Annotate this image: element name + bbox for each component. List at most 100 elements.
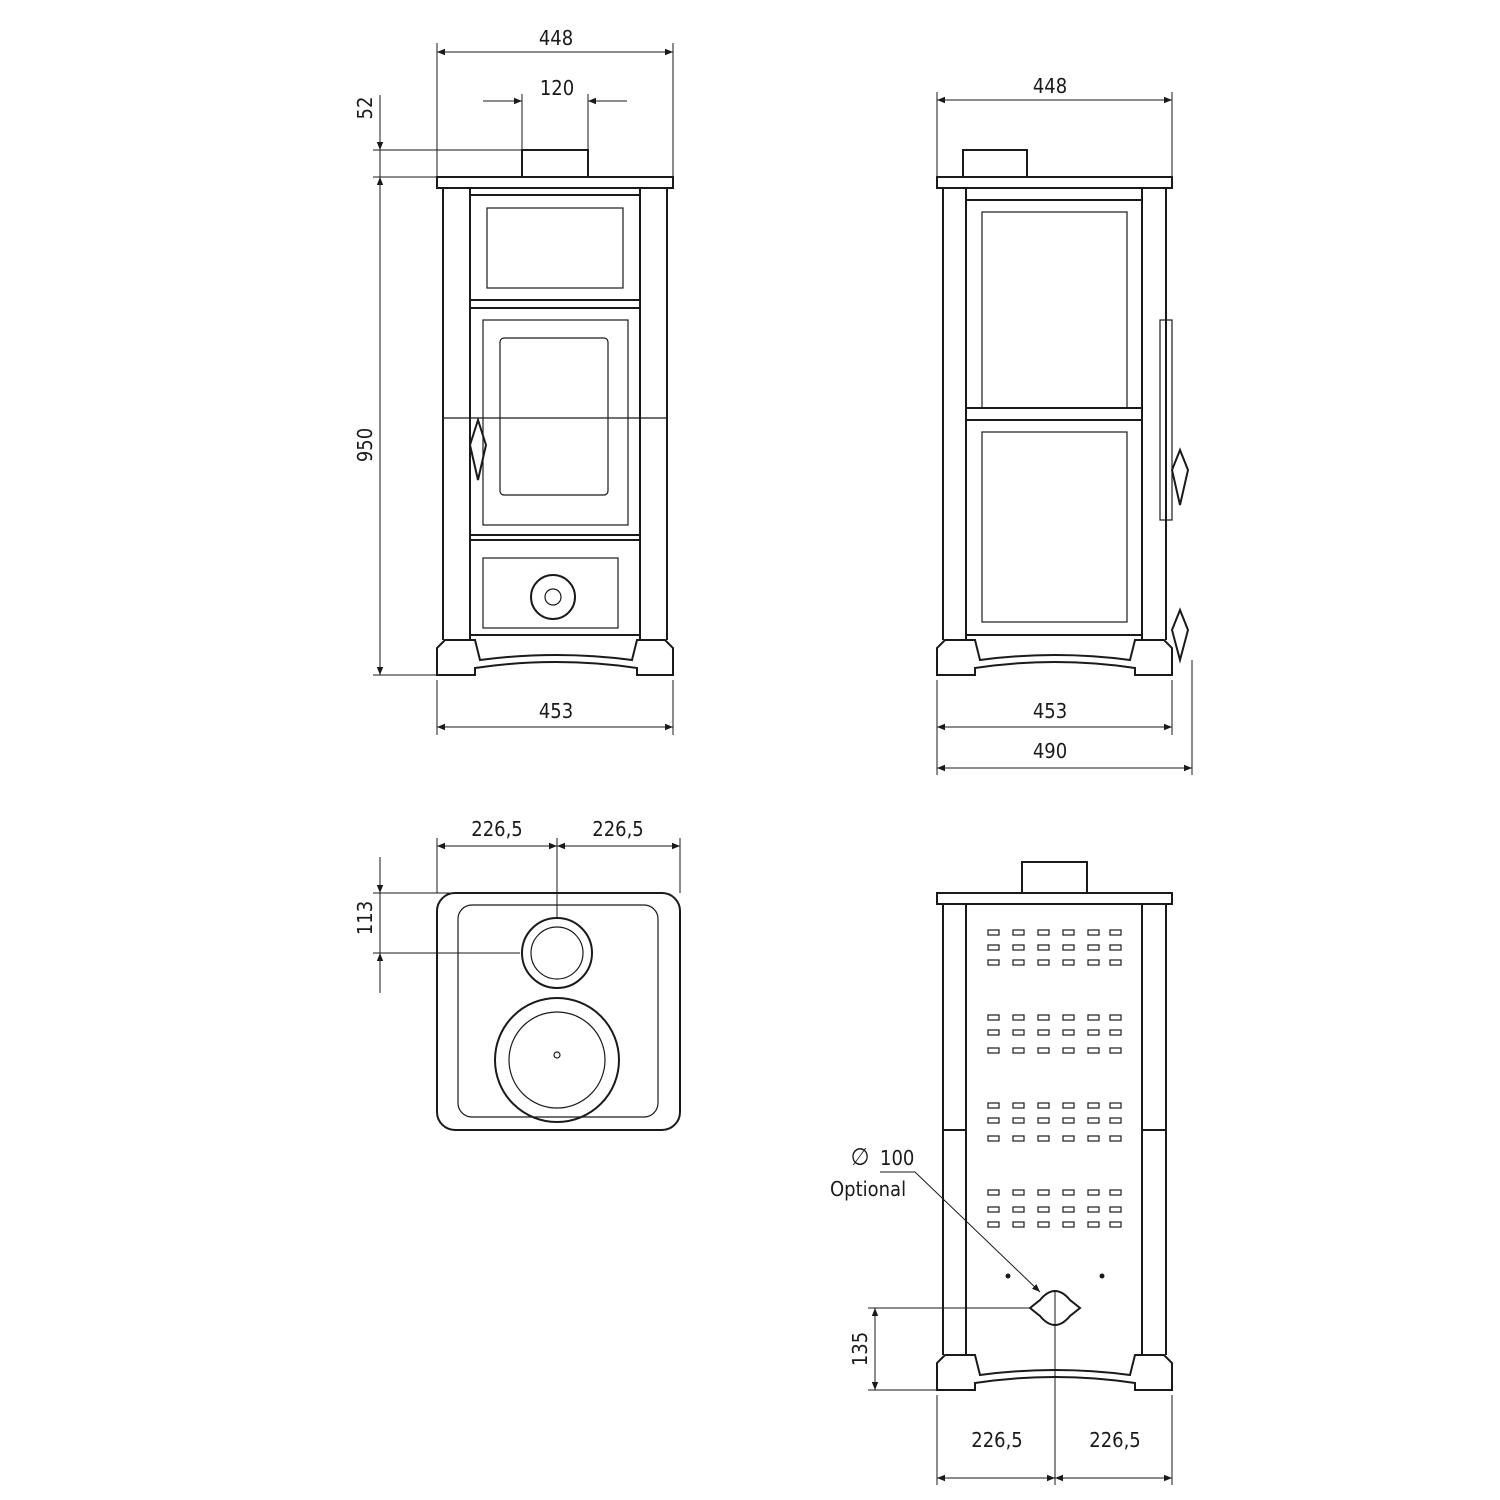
vent-slot bbox=[1012, 944, 1025, 951]
flue-collar bbox=[962, 149, 1028, 178]
vent-slots bbox=[987, 929, 1122, 1228]
vent-slot bbox=[987, 929, 1000, 936]
vent-slot bbox=[987, 1206, 1000, 1213]
vent-slot bbox=[1037, 1221, 1050, 1228]
vent-slot bbox=[1087, 944, 1100, 951]
front-dimensions: 448 120 52 950 453 bbox=[353, 26, 674, 735]
vent-slot bbox=[1062, 1221, 1075, 1228]
vent-slot bbox=[987, 1135, 1000, 1142]
top-view bbox=[436, 892, 681, 1131]
stove-base bbox=[936, 639, 1173, 676]
vent-slot bbox=[1062, 959, 1075, 966]
vent-slot bbox=[1037, 944, 1050, 951]
optional-label: Optional bbox=[830, 1177, 906, 1201]
vent-slot bbox=[1087, 1047, 1100, 1054]
vent-slot bbox=[1087, 1135, 1100, 1142]
side-width-body-label: 453 bbox=[1033, 699, 1067, 723]
vent-slot bbox=[1012, 1047, 1025, 1054]
front-view bbox=[436, 149, 674, 676]
top-dimensions: 226,5 226,5 113 bbox=[353, 817, 681, 993]
vent-slot bbox=[1109, 1135, 1122, 1142]
vent-slot bbox=[987, 1029, 1000, 1036]
back-half-right-label: 226,5 bbox=[1089, 1428, 1141, 1452]
vent-slot bbox=[987, 1014, 1000, 1021]
vent-slot bbox=[1087, 1206, 1100, 1213]
vent-slot bbox=[1109, 1206, 1122, 1213]
vent-slot bbox=[1012, 1135, 1025, 1142]
back-view bbox=[936, 861, 1173, 1391]
vent-slot bbox=[1037, 929, 1050, 936]
flue-diameter-label: 120 bbox=[540, 76, 574, 100]
vent-slot bbox=[1012, 1221, 1025, 1228]
fire-door bbox=[469, 307, 641, 536]
optional-diameter-label: 100 bbox=[880, 1146, 914, 1170]
back-half-left-label: 226,5 bbox=[971, 1428, 1023, 1452]
flue-collar bbox=[521, 149, 589, 178]
vent-slot bbox=[1109, 1014, 1122, 1021]
side-panel-lower bbox=[981, 431, 1128, 623]
stove-height-label: 950 bbox=[353, 428, 377, 462]
front-width-bottom-label: 453 bbox=[539, 699, 573, 723]
vent-slot bbox=[1062, 1189, 1075, 1196]
vent-slot bbox=[1012, 1102, 1025, 1109]
air-regulator-icon bbox=[530, 574, 576, 620]
vent-slot bbox=[1087, 1102, 1100, 1109]
door-handle-icon bbox=[468, 416, 488, 481]
vent-slot bbox=[1037, 1102, 1050, 1109]
vent-slot bbox=[1062, 1047, 1075, 1054]
side-dimensions: 448 453 490 bbox=[936, 74, 1193, 775]
door-handle-icon bbox=[1170, 447, 1190, 506]
drawer-handle-icon bbox=[1170, 607, 1190, 664]
door-glass bbox=[499, 337, 609, 496]
vent-slot bbox=[1037, 959, 1050, 966]
cooking-plate bbox=[494, 997, 620, 1123]
vent-slot bbox=[1087, 1029, 1100, 1036]
vent-slot bbox=[1087, 959, 1100, 966]
vent-slot bbox=[1109, 1047, 1122, 1054]
upper-panel bbox=[469, 194, 641, 301]
vent-slot bbox=[1037, 1135, 1050, 1142]
vent-slot bbox=[987, 1102, 1000, 1109]
flue-height-label: 52 bbox=[353, 97, 377, 120]
side-depth-total-label: 490 bbox=[1033, 739, 1067, 763]
vent-slot bbox=[1087, 1014, 1100, 1021]
top-half-right-label: 226,5 bbox=[592, 817, 644, 841]
vent-slot bbox=[1062, 944, 1075, 951]
front-width-top-label: 448 bbox=[539, 26, 573, 50]
vent-slot bbox=[1109, 1102, 1122, 1109]
vent-slot bbox=[1109, 929, 1122, 936]
vent-slot bbox=[1012, 1189, 1025, 1196]
vent-slot bbox=[1062, 1014, 1075, 1021]
side-panel-upper bbox=[981, 211, 1128, 409]
vent-slot bbox=[1109, 1029, 1122, 1036]
vent-slot bbox=[1062, 1029, 1075, 1036]
side-width-top-label: 448 bbox=[1033, 74, 1067, 98]
vent-slot bbox=[1087, 1221, 1100, 1228]
vent-slot bbox=[987, 1117, 1000, 1124]
vent-slot bbox=[1037, 1206, 1050, 1213]
vent-slot bbox=[1037, 1014, 1050, 1021]
vent-slot bbox=[987, 959, 1000, 966]
vent-slot bbox=[1062, 929, 1075, 936]
vent-slot bbox=[1037, 1117, 1050, 1124]
vent-slot bbox=[1109, 959, 1122, 966]
optional-diameter-symbol: ∅ bbox=[851, 1143, 870, 1171]
flue-collar bbox=[1021, 861, 1088, 894]
outlet-height-label: 135 bbox=[848, 1332, 872, 1366]
side-view bbox=[936, 149, 1190, 676]
vent-slot bbox=[1012, 929, 1025, 936]
optional-air-inlet bbox=[1028, 1290, 1082, 1326]
vent-slot bbox=[1087, 929, 1100, 936]
vent-slot bbox=[1037, 1047, 1050, 1054]
vent-slot bbox=[987, 1221, 1000, 1228]
vent-slot bbox=[987, 1047, 1000, 1054]
vent-slot bbox=[1109, 1189, 1122, 1196]
vent-slot bbox=[1109, 944, 1122, 951]
stove-base bbox=[436, 639, 674, 676]
vent-slot bbox=[1012, 1117, 1025, 1124]
vent-slot bbox=[1012, 959, 1025, 966]
vent-slot bbox=[1012, 1206, 1025, 1213]
vent-slot bbox=[1062, 1206, 1075, 1213]
